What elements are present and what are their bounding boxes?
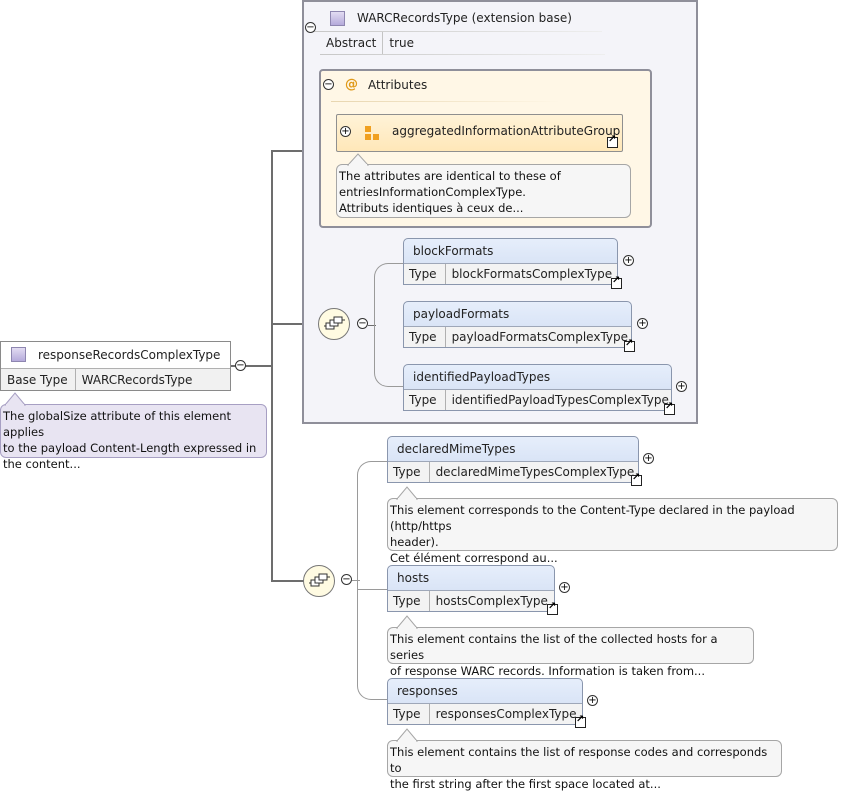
attributes-title: Attributes	[368, 77, 428, 92]
root-name: responseRecordsComplexType	[38, 347, 221, 362]
root-header: responseRecordsComplexType	[11, 347, 220, 362]
element-name: identifiedPayloadTypes	[413, 370, 551, 384]
doc-line: header).	[390, 535, 439, 549]
extension-header: WARCRecordsType (extension base)	[330, 8, 572, 28]
seq1-connector	[368, 325, 376, 326]
declaredMimeTypes-expand-icon[interactable]: +	[643, 453, 654, 464]
abstract-value: true	[389, 36, 415, 50]
attribute-group-name: aggregatedInformationAttributeGroup	[392, 124, 621, 138]
responses-expand-icon[interactable]: +	[587, 695, 598, 706]
attributes-header: @ Attributes	[345, 77, 427, 92]
payloadFormats-link-icon[interactable]	[624, 338, 635, 352]
seq2-bracket	[357, 461, 389, 700]
element-type: responsesComplexType	[435, 707, 577, 721]
attributes-doc-pointer	[347, 153, 369, 166]
element-type: declaredMimeTypesComplexType	[435, 465, 635, 479]
extension-collapse-icon[interactable]: −	[305, 22, 316, 33]
doc-line: of response WARC records. Information is…	[390, 664, 705, 678]
doc-line: This element corresponds to the Content-…	[390, 503, 795, 533]
attributes-divider	[331, 101, 561, 102]
trunk-line	[271, 150, 273, 580]
root-doc-line-2: to the payload Content-Length expressed …	[3, 441, 257, 455]
hosts-link-icon[interactable]	[547, 601, 558, 615]
doc-line: the first string after the first space l…	[390, 777, 661, 791]
attributes-box: @ Attributes aggregatedInformationAttrib…	[319, 69, 652, 228]
attribute-group-node[interactable]: aggregatedInformationAttributeGroup	[336, 114, 623, 152]
identifiedPayloadTypes-link-icon[interactable]	[664, 401, 675, 415]
root-complex-type-node[interactable]: responseRecordsComplexType Base Type WAR…	[0, 341, 231, 391]
root-connector	[230, 365, 272, 367]
attributes-doc-line-1: The attributes are identical to these of	[339, 169, 561, 183]
trunk-mid-branch	[271, 323, 319, 325]
element-type: payloadFormatsComplexType	[451, 330, 629, 344]
root-doc-line-3: the content...	[3, 457, 81, 471]
element-type: blockFormatsComplexType	[451, 267, 613, 281]
element-name: blockFormats	[413, 244, 494, 258]
identifiedPayloadTypes-expand-icon[interactable]: +	[676, 381, 687, 392]
hosts-expand-icon[interactable]: +	[559, 582, 570, 593]
extension-header-divider	[312, 31, 602, 32]
payloadFormats-expand-icon[interactable]: +	[637, 318, 648, 329]
attribute-group-icon	[365, 126, 381, 142]
element-name: payloadFormats	[413, 307, 510, 321]
doc-line: This element contains the list of the co…	[390, 632, 718, 662]
seq2-middle-tick	[357, 589, 389, 590]
element-name: responses	[397, 684, 458, 698]
doc-line: Cet élément correspond au...	[390, 551, 558, 565]
element-name: declaredMimeTypes	[397, 442, 516, 456]
sequence-1-collapse-icon[interactable]: −	[357, 318, 368, 329]
blockFormats-link-icon[interactable]	[611, 275, 622, 289]
at-icon: @	[345, 77, 358, 92]
declaredMimeTypes-doc-pointer	[396, 486, 418, 500]
element-name: hosts	[397, 571, 430, 585]
sequence-compositor-2[interactable]	[303, 565, 335, 597]
root-base-row: Base Type WARCRecordsType	[1, 368, 230, 390]
element-type: hostsComplexType	[435, 594, 548, 608]
attributes-collapse-icon[interactable]: −	[323, 79, 334, 90]
sequence-2-collapse-icon[interactable]: −	[341, 574, 352, 585]
attributes-doc-line-3: Attributs identiques à ceux de...	[339, 201, 524, 215]
seq2-connector	[352, 580, 360, 581]
root-collapse-icon[interactable]: −	[235, 360, 246, 371]
blockFormats-expand-icon[interactable]: +	[623, 255, 634, 266]
root-doc-pointer	[4, 392, 26, 406]
attr-group-expand-icon[interactable]: +	[340, 126, 351, 137]
responses-link-icon[interactable]	[575, 714, 586, 728]
abstract-key: Abstract	[320, 32, 384, 54]
complex-type-icon	[330, 10, 345, 26]
abstract-divider	[320, 54, 605, 55]
base-type-value: WARCRecordsType	[81, 372, 193, 387]
sequence-compositor-1[interactable]	[318, 308, 350, 340]
trunk-bottom-branch	[271, 580, 304, 582]
root-doc-line-1: The globalSize attribute of this element…	[3, 409, 231, 439]
responses-doc: This element contains the list of respon…	[387, 740, 782, 791]
doc-line: This element contains the list of respon…	[390, 745, 768, 775]
declaredMimeTypes-link-icon[interactable]	[631, 472, 642, 486]
extension-title: WARCRecordsType (extension base)	[357, 11, 572, 25]
base-type-key: Base Type	[1, 369, 76, 390]
root-doc: The globalSize attribute of this element…	[0, 404, 267, 471]
complex-type-icon	[11, 347, 26, 362]
declaredMimeTypes-doc: This element corresponds to the Content-…	[387, 498, 838, 565]
responses-doc-pointer	[396, 728, 418, 742]
hosts-doc-pointer	[396, 615, 418, 629]
attributes-doc: The attributes are identical to these of…	[336, 164, 631, 218]
trunk-top-branch	[271, 150, 319, 152]
seq1-bracket	[374, 263, 404, 387]
extension-base-box: WARCRecordsType (extension base) Abstrac…	[302, 0, 698, 424]
abstract-row: Abstract true	[320, 32, 414, 54]
hosts-doc: This element contains the list of the co…	[387, 627, 754, 678]
element-type: identifiedPayloadTypesComplexType	[451, 393, 669, 407]
attr-group-link-icon[interactable]	[607, 134, 618, 148]
attributes-doc-line-2: entriesInformationComplexType.	[339, 185, 526, 199]
